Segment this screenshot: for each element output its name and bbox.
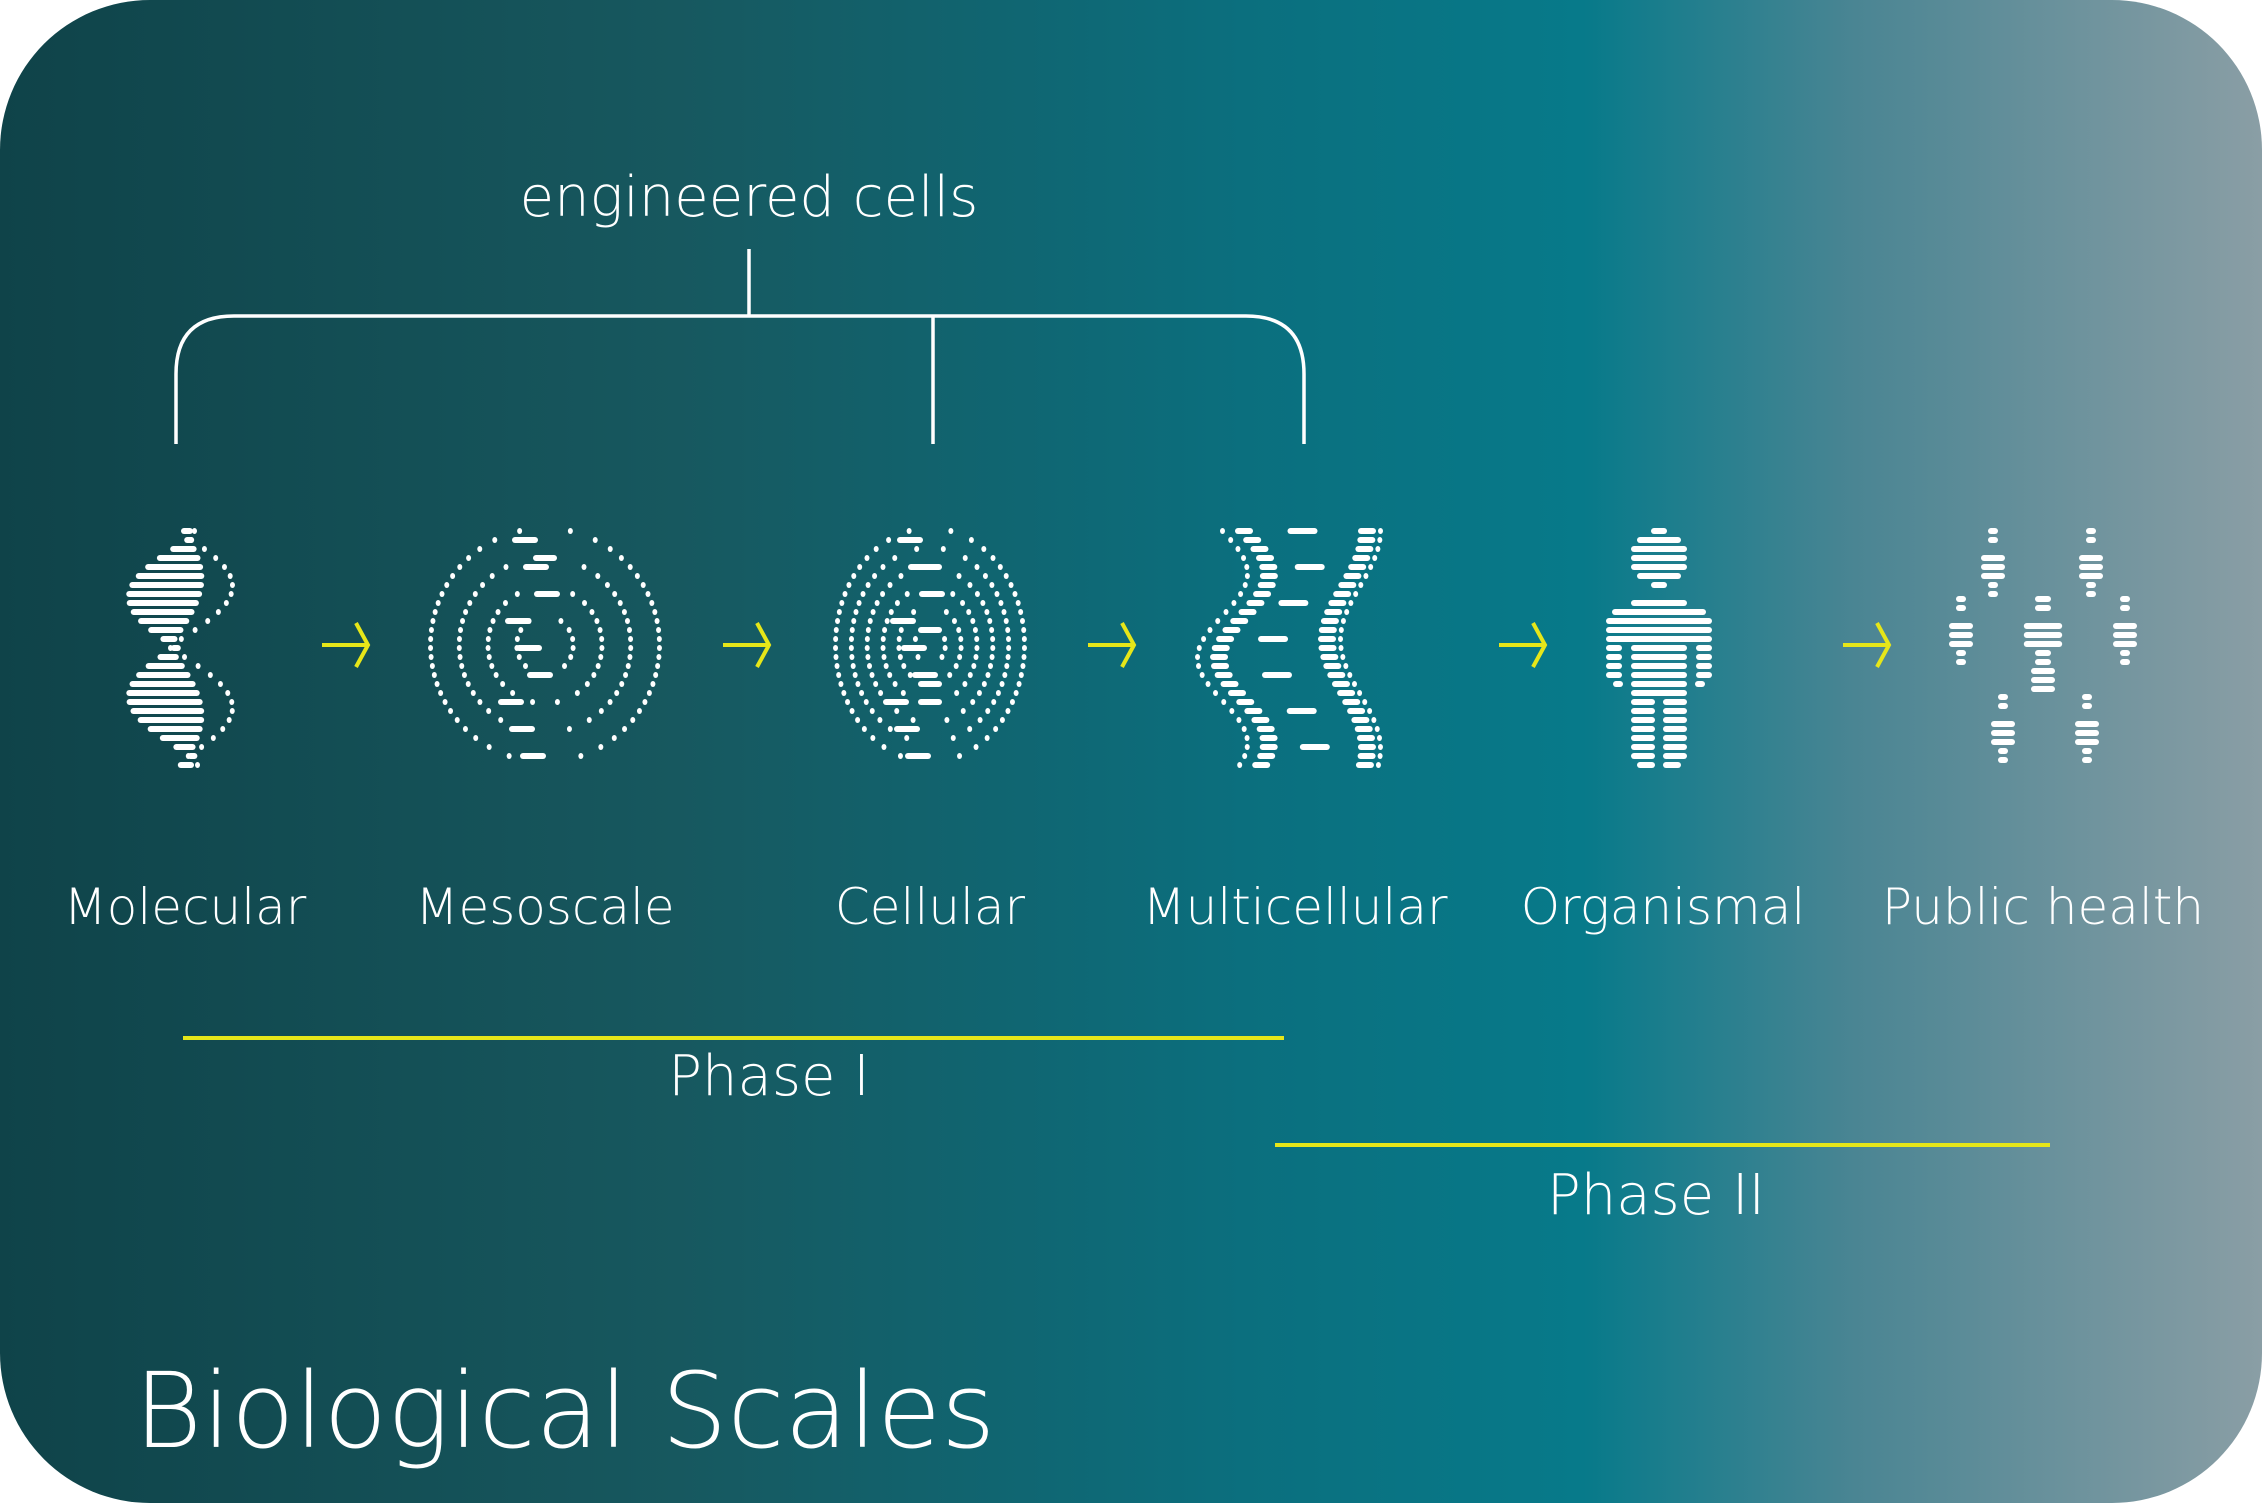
human-figure-icon [1606,528,1712,768]
cell-icon [833,528,1027,759]
scale-label-multicellular: Multicellular [1142,878,1448,936]
dna-helix-icon [126,528,235,768]
phase-2-label: Phase II [1546,1163,1766,1228]
arrow-right-icon [322,622,371,668]
population-icon [1949,528,2137,763]
arrow-right-icon [1499,622,1548,668]
arrow-right-icon [1088,622,1137,668]
mesoscale-structure-icon [428,528,662,759]
bracket-label: engineered cells [519,165,979,230]
engineered-cells-bracket [174,249,1306,444]
arrow-right-icon [1843,622,1892,668]
page-title: Biological Scales [134,1350,996,1472]
scale-label-organismal: Organismal [1520,878,1806,936]
scale-label-cellular: Cellular [834,878,1026,936]
tissue-icon [1195,528,1383,768]
scale-label-molecular: Molecular [63,878,307,936]
arrow-right-icon [723,622,772,668]
scale-label-public-health: Public health [1881,878,2205,936]
phase-1-label: Phase I [668,1044,870,1109]
scale-label-mesoscale: Mesoscale [415,878,675,936]
